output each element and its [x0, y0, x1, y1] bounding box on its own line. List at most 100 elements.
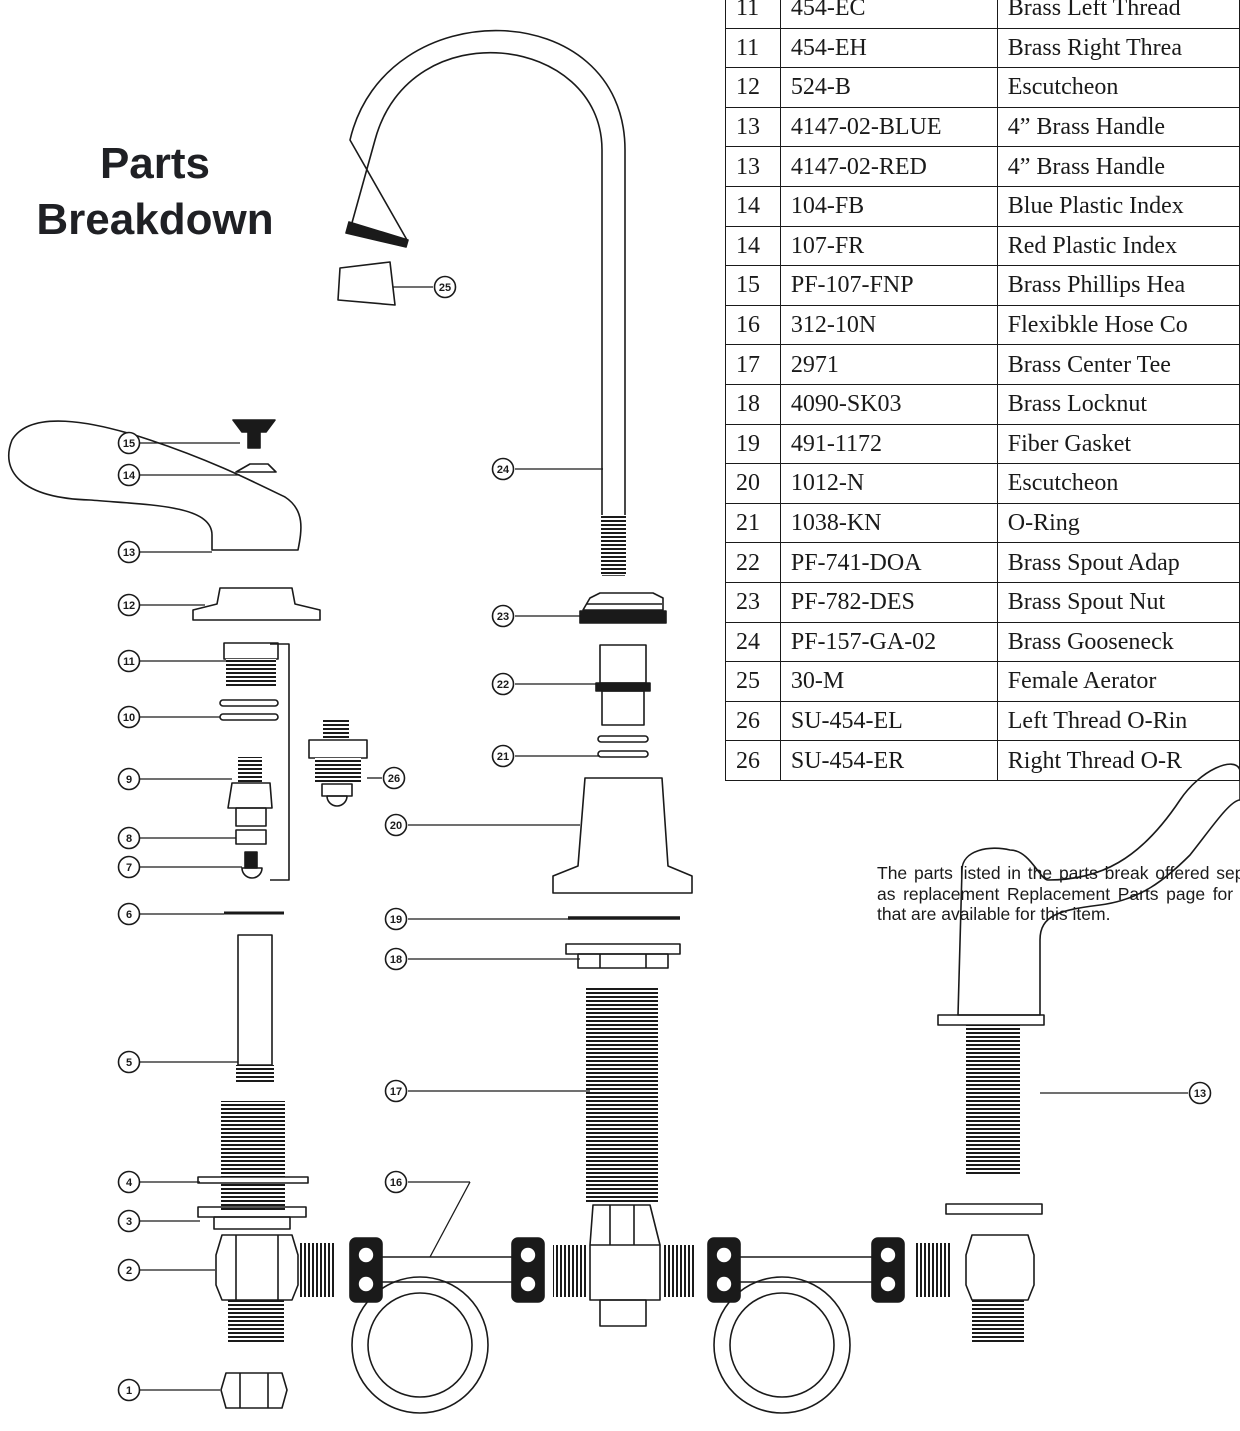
item-number-cell: 24 — [725, 621, 781, 663]
callout-number: 6 — [126, 909, 132, 921]
callout-5: 5 — [117, 1050, 141, 1074]
item-number-cell: 26 — [725, 700, 781, 742]
callout-13: 13 — [117, 540, 141, 564]
description-cell: Escutcheon — [996, 67, 1240, 108]
page-title-line-1: Parts — [99, 139, 211, 188]
part-number-cell: 2971 — [779, 344, 998, 385]
callout-number: 1 — [126, 1385, 132, 1397]
item-number-cell: 17 — [725, 344, 781, 385]
left-shank — [197, 1101, 309, 1230]
item-number-cell: 22 — [725, 542, 781, 583]
part-number-cell: PF-107-FNP — [779, 265, 998, 306]
callout-22: 22 — [491, 672, 515, 696]
center-locknut — [565, 943, 681, 969]
callout-23: 23 — [491, 604, 515, 628]
part-number-cell: PF-741-DOA — [779, 542, 998, 583]
replacement-parts-note: The parts listed in the parts break offe… — [877, 863, 1240, 924]
item-number-cell: 23 — [725, 581, 781, 623]
part-number-cell: 104-FB — [779, 185, 998, 227]
callout-13: 13 — [1188, 1081, 1212, 1105]
description-cell: Brass Spout Nut — [996, 581, 1240, 623]
part-number-cell: SU-454-EL — [779, 700, 998, 742]
callout-number: 11 — [123, 656, 135, 668]
callout-number: 3 — [126, 1216, 132, 1228]
callout-leaders — [137, 286, 1188, 1391]
callout-14: 14 — [117, 463, 141, 487]
description-cell: Brass Center Tee — [996, 344, 1240, 385]
description-cell: Brass Locknut — [996, 383, 1240, 425]
flexible-hose-left — [300, 1237, 545, 1414]
left-lever-handle — [7, 420, 302, 551]
callout-26: 26 — [382, 766, 406, 790]
callout-9: 9 — [117, 767, 141, 791]
callout-7: 7 — [117, 855, 141, 879]
callout-11: 11 — [117, 649, 141, 673]
description-cell: Brass Right Threa — [996, 27, 1240, 69]
left-stem-bracket — [270, 643, 290, 881]
callout-12: 12 — [117, 593, 141, 617]
part-number-cell: 454-EH — [779, 27, 998, 69]
spout-nut — [579, 592, 667, 624]
callout-3: 3 — [117, 1209, 141, 1233]
left-valve-body — [215, 1234, 299, 1409]
callout-number: 10 — [123, 712, 135, 724]
callout-number: 2 — [126, 1265, 132, 1277]
item-number-cell: 12 — [725, 67, 781, 108]
callout-number: 26 — [388, 773, 400, 785]
description-cell: Brass Gooseneck — [996, 621, 1240, 663]
callout-number: 9 — [126, 774, 132, 786]
description-cell: 4” Brass Handle — [996, 106, 1240, 148]
description-cell: Blue Plastic Index — [996, 185, 1240, 227]
part-number-cell: 312-10N — [779, 304, 998, 346]
callout-number: 24 — [497, 464, 510, 476]
part-number-cell: 4147-02-BLUE — [779, 106, 998, 148]
callout-19: 19 — [384, 907, 408, 931]
page-title-line-2: Breakdown — [36, 195, 274, 244]
left-stem-unit — [219, 642, 279, 879]
part-number-cell: 491-1172 — [779, 423, 998, 465]
callout-15: 15 — [117, 431, 141, 455]
part-number-cell: PF-782-DES — [779, 581, 998, 623]
left-stem-extension — [236, 934, 274, 1083]
part-number-cell: 4090-SK03 — [779, 383, 998, 425]
item-number-cell: 13 — [725, 106, 781, 148]
callout-number: 13 — [123, 547, 135, 559]
description-cell: Red Plastic Index — [996, 225, 1240, 267]
item-number-cell: 14 — [725, 185, 781, 227]
part-number-cell: 524-B — [779, 67, 998, 108]
item-number-cell: 18 — [725, 383, 781, 425]
callout-number: 7 — [126, 862, 132, 874]
callout-number: 17 — [390, 1086, 402, 1098]
item-number-cell: 15 — [725, 265, 781, 306]
description-cell: Left Thread O-Rin — [996, 700, 1240, 742]
alternate-cartridge — [308, 718, 368, 807]
callout-16: 16 — [384, 1170, 408, 1194]
part-number-cell: 1012-N — [779, 463, 998, 504]
callout-18: 18 — [384, 947, 408, 971]
description-cell: Flexibkle Hose Co — [996, 304, 1240, 346]
item-number-cell: 25 — [725, 661, 781, 702]
part-number-cell: 30-M — [779, 661, 998, 702]
callout-4: 4 — [117, 1170, 141, 1194]
description-cell: Escutcheon — [996, 463, 1240, 504]
callout-number: 12 — [123, 600, 135, 612]
part-number-cell: 1038-KN — [779, 502, 998, 544]
